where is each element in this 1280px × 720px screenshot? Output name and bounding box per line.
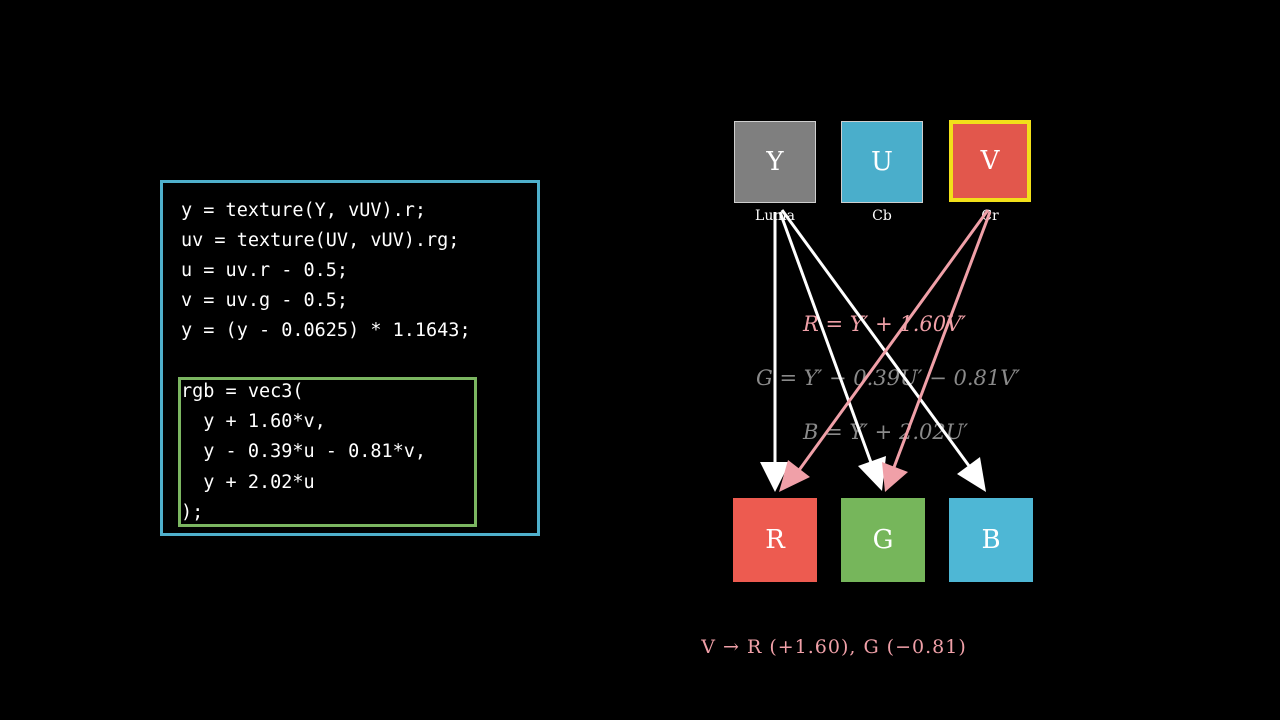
equation-b: B = Y′ + 2.02U′	[803, 420, 969, 444]
output-box-g-letter: G	[872, 525, 894, 555]
input-box-v-letter: V	[980, 146, 1000, 176]
arrow-v-to-g	[891, 211, 992, 471]
arrowhead-v-to-g	[882, 462, 908, 492]
rgb-highlight-box	[178, 377, 477, 527]
shader-code-panel: y = texture(Y, vUV).r; uv = texture(UV, …	[160, 180, 540, 536]
code-line-10: );	[181, 502, 204, 523]
code-line-8: y - 0.39*u - 0.81*v,	[181, 441, 427, 462]
arrow-v-to-r	[795, 209, 990, 474]
equation-g: G = Y′ − 0.39U′ − 0.81V′	[756, 366, 1021, 390]
arrow-y-to-g	[778, 211, 875, 469]
code-line-7: y + 1.60*v,	[181, 411, 326, 432]
input-box-v: V	[949, 120, 1031, 202]
input-label-cb: Cb	[872, 208, 892, 224]
arrowhead-y-to-r	[760, 462, 790, 492]
code-line-5: y = (y - 0.0625) * 1.1643;	[181, 320, 471, 341]
output-box-r-letter: R	[765, 525, 785, 555]
code-line-4: v = uv.g - 0.5;	[181, 290, 349, 311]
equation-r: R = Y′ + 1.60V′	[803, 312, 967, 336]
output-box-g: G	[841, 498, 925, 582]
arrow-y-to-b	[780, 209, 974, 471]
input-box-u-letter: U	[871, 147, 893, 177]
code-line-2: uv = texture(UV, vUV).rg;	[181, 230, 460, 251]
caption-v-contribution: V → R (+1.60), G (−0.81)	[701, 636, 967, 658]
input-box-y: Y	[734, 121, 816, 203]
arrowhead-y-to-g	[858, 456, 886, 491]
input-box-y-letter: Y	[766, 147, 784, 177]
arrowhead-v-to-r	[779, 460, 810, 492]
code-line-1: y = texture(Y, vUV).r;	[181, 200, 427, 221]
code-line-9: y + 2.02*u	[181, 472, 315, 493]
output-box-b: B	[949, 498, 1033, 582]
output-box-b-letter: B	[981, 525, 1001, 555]
input-box-u: U	[841, 121, 923, 203]
code-line-3: u = uv.r - 0.5;	[181, 260, 349, 281]
code-line-6: rgb = vec3(	[181, 381, 304, 402]
arrowhead-y-to-b	[957, 457, 986, 492]
output-box-r: R	[733, 498, 817, 582]
